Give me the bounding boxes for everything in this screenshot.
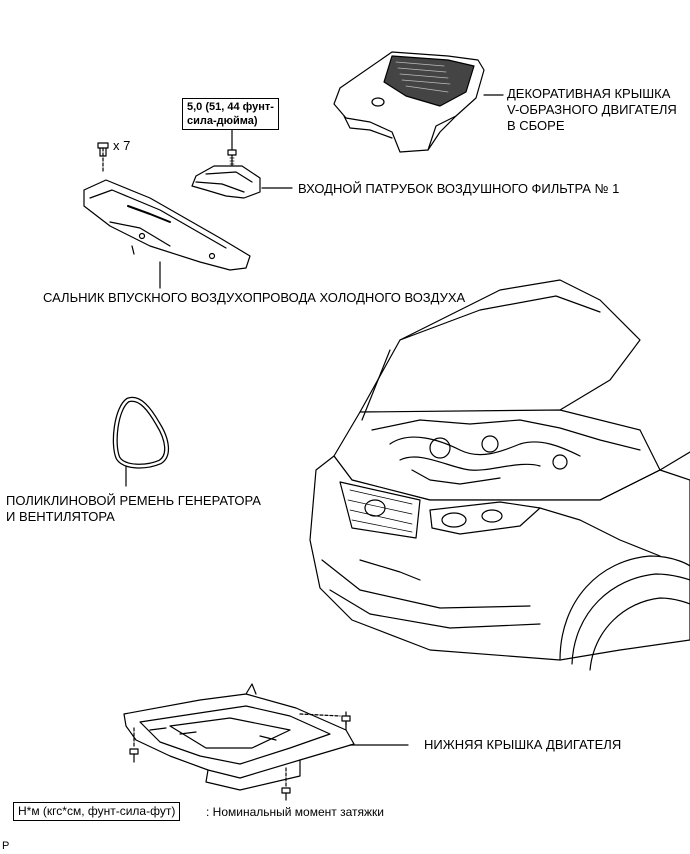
belt-illustration (112, 396, 169, 469)
engine-cover-label: ДЕКОРАТИВНАЯ КРЫШКА V-ОБРАЗНОГО ДВИГАТЕЛ… (507, 86, 677, 133)
lexus-logo-icon (371, 97, 385, 107)
clip-icon (97, 142, 109, 173)
under-cover-label: НИЖНЯЯ КРЫШКА ДВИГАТЕЛЯ (424, 737, 622, 752)
belt-label: ПОЛИКЛИНОВОЙ РЕМЕНЬ ГЕНЕРАТОРА И ВЕНТИЛЯ… (6, 493, 261, 524)
cold-air-seal-label: САЛЬНИК ВПУСКНОГО ВОЗДУХОПРОВОДА ХОЛОДНО… (43, 290, 466, 305)
torque-spec-box: 5,0 (51, 44 фунт- сила-дюйма) (182, 98, 279, 130)
bolt-icon (227, 149, 237, 167)
cold-air-seal-illustration (83, 179, 251, 271)
corner-mark: P (2, 840, 10, 852)
air-inlet-label: ВХОДНОЙ ПАТРУБОК ВОЗДУШНОГО ФИЛЬТРА № 1 (298, 181, 620, 196)
legend-text: : Номинальный момент затяжки (206, 805, 384, 819)
under-cover-illustration (123, 683, 355, 791)
air-inlet-illustration (191, 165, 261, 199)
vehicle-illustration (309, 279, 690, 671)
under-cover-bolt-bottom-icon (281, 767, 291, 801)
engine-cover-illustration (333, 51, 485, 153)
clip-quantity: x 7 (113, 138, 131, 153)
legend-box: Н*м (кгс*см, фунт-сила-фут) (13, 802, 181, 821)
under-cover-bolt-left-icon (129, 727, 139, 763)
under-cover-bolt-right-icon (299, 711, 351, 731)
grille-logo-icon (364, 499, 386, 517)
